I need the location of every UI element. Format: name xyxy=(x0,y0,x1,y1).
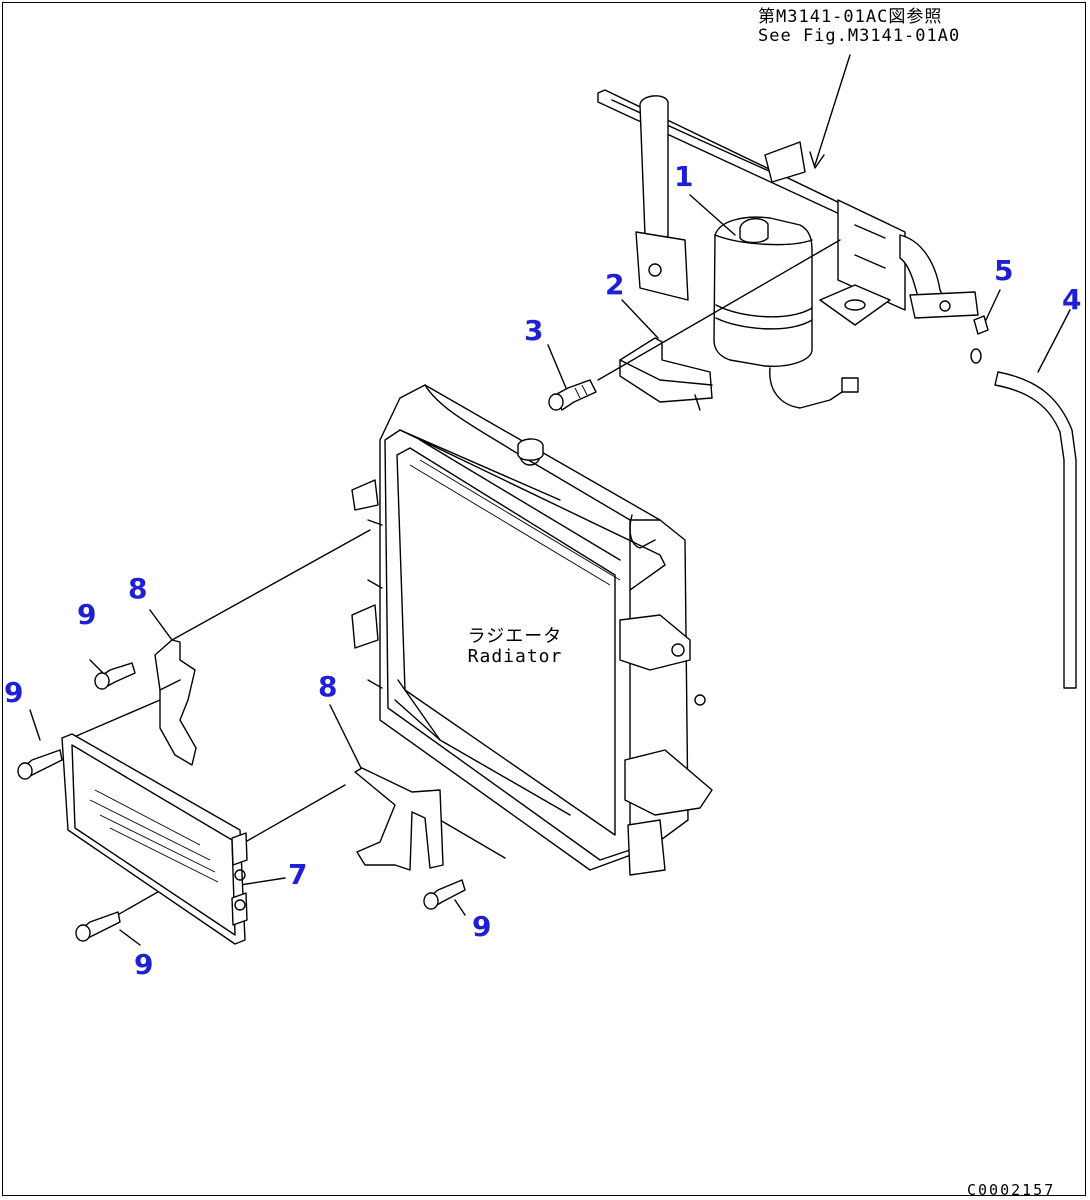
callout-7: 7 xyxy=(288,858,308,891)
callout-8-upper: 8 xyxy=(128,572,148,605)
callout-8-lower: 8 xyxy=(318,670,338,703)
callout-9-bottom: 9 xyxy=(134,948,154,981)
callout-9-right: 9 xyxy=(472,910,492,943)
tank-bracket xyxy=(619,337,713,411)
callout-3: 3 xyxy=(524,314,544,347)
radiator-label-en: Radiator xyxy=(467,646,563,667)
reference-note-jp: 第M3141-01AC図参照 xyxy=(758,7,943,27)
tank-bolt xyxy=(548,379,597,411)
callout-5: 5 xyxy=(994,254,1014,287)
callout-2: 2 xyxy=(605,268,625,301)
callout-4: 4 xyxy=(1062,283,1082,316)
pipe-bracket-assembly xyxy=(597,89,979,326)
callout-1: 1 xyxy=(674,160,694,193)
radiator-core-assembly xyxy=(351,384,713,876)
drawing-code: C0002157 xyxy=(967,1181,1056,1199)
cooler-bracket-lower xyxy=(354,767,444,871)
reserve-tank xyxy=(713,216,859,409)
callout-9-upper: 9 xyxy=(77,598,97,631)
oil-cooler xyxy=(61,733,248,945)
bolts-9 xyxy=(17,662,466,942)
reference-note-en: See Fig.M3141-01A0 xyxy=(758,26,961,46)
callout-9-left: 9 xyxy=(4,676,24,709)
overflow-hose xyxy=(994,371,1077,689)
cooler-bracket-upper xyxy=(154,639,197,766)
reference-arrow xyxy=(809,54,851,169)
radiator-label-jp: ラジエータ xyxy=(467,626,563,647)
hose-clip xyxy=(970,315,989,364)
